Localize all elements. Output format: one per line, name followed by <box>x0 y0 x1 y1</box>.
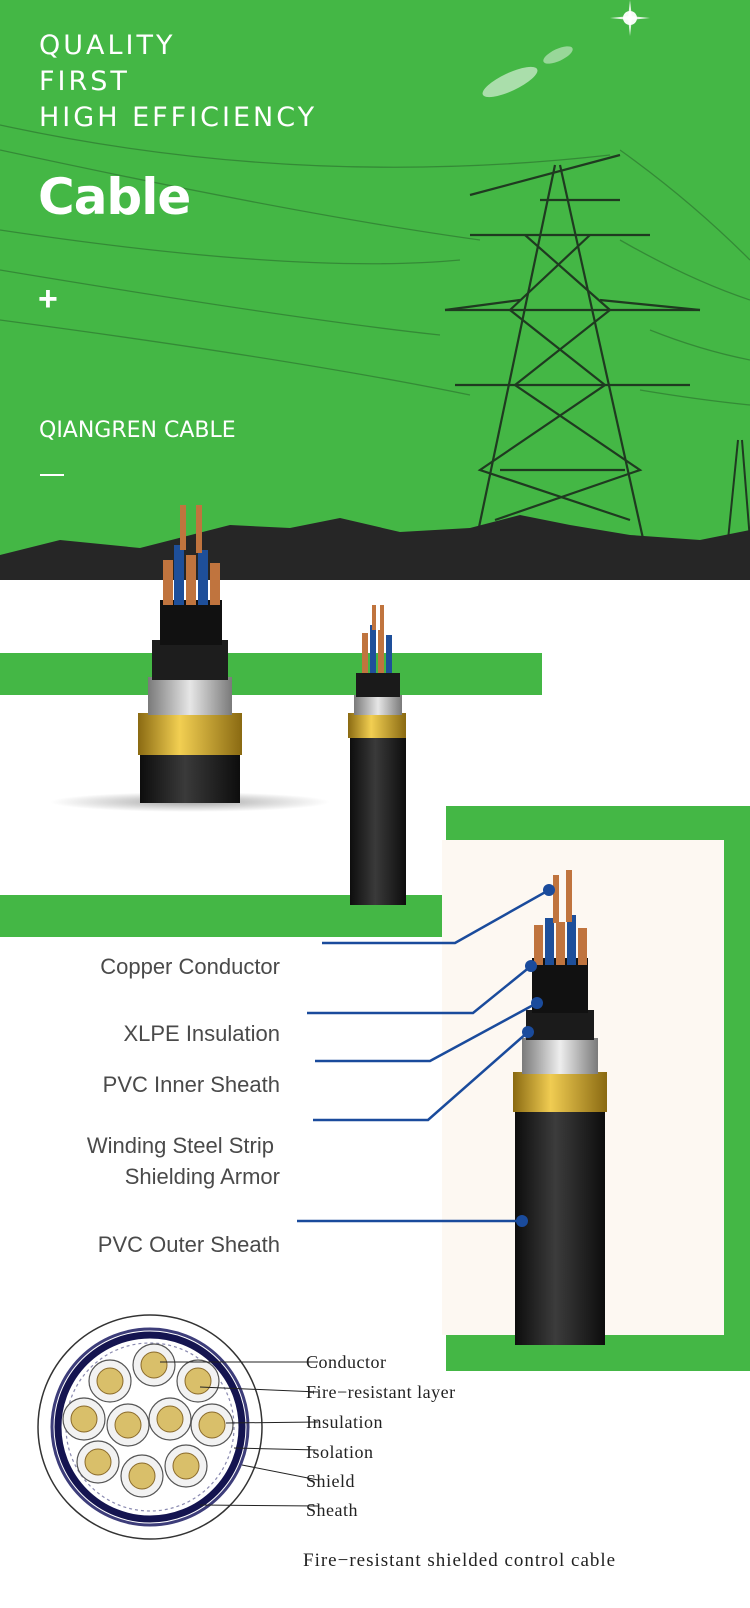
cross-section-caption: Fire−resistant shielded control cable <box>303 1550 617 1571</box>
cs-label-conductor: Conductor <box>306 1352 387 1372</box>
slogan-line-quality: QUALITY <box>39 30 176 61</box>
product-cable-photos <box>50 505 406 905</box>
slogan-line-efficiency: HIGH EFFICIENCY <box>39 102 318 133</box>
cs-label-isolation: Isolation <box>306 1442 374 1462</box>
plus-icon: + <box>38 280 58 318</box>
cs-label-shield: Shield <box>306 1471 356 1491</box>
label-armor-line2: Shielding Armor <box>124 1164 280 1189</box>
cable-structure-diagram <box>297 870 607 1345</box>
label-pvc-inner-sheath: PVC Inner Sheath <box>102 1072 280 1097</box>
label-xlpe-insulation: XLPE Insulation <box>123 1021 280 1046</box>
slogan-line-first: FIRST <box>39 66 130 97</box>
label-armor-line1: Winding Steel Strip <box>86 1133 274 1158</box>
cross-section-diagram <box>37 1314 319 1540</box>
cs-label-fire-resistant: Fire−resistant layer <box>306 1382 456 1402</box>
hero-banner: QUALITY FIRST HIGH EFFICIENCY Cable + QI… <box>0 0 750 580</box>
hero-title: Cable <box>38 168 191 226</box>
divider-dash <box>40 474 64 476</box>
cs-label-sheath: Sheath <box>306 1500 358 1520</box>
label-copper-conductor: Copper Conductor <box>100 954 280 979</box>
label-pvc-outer-sheath: PVC Outer Sheath <box>97 1232 280 1257</box>
green-band-upper <box>0 653 542 695</box>
cs-label-insulation: Insulation <box>306 1412 383 1432</box>
company-name: QIANGREN CABLE <box>39 418 236 443</box>
